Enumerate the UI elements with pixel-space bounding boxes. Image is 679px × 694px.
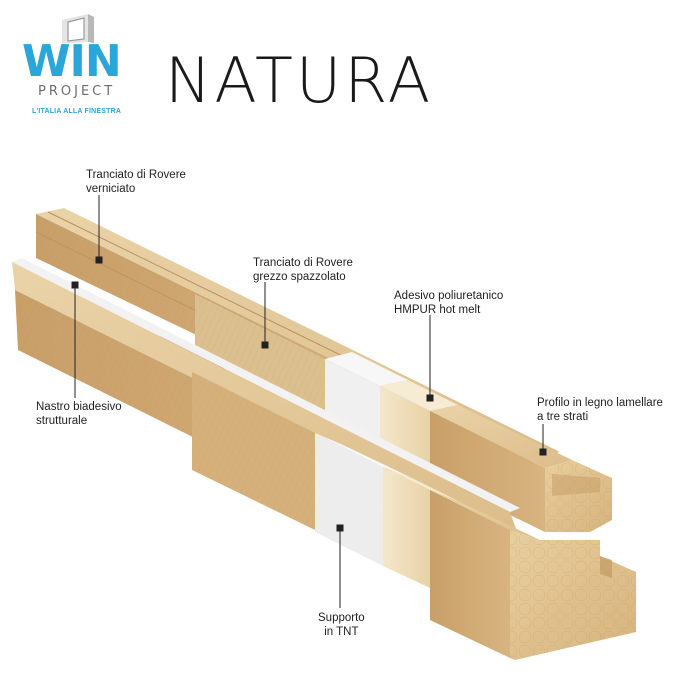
logo-sub: PROJECT	[38, 84, 116, 99]
callout-leaders	[71, 195, 547, 608]
logo-tagline: L'ITALIA ALLA FINESTRA	[32, 108, 122, 115]
logo-frame-icon	[62, 14, 94, 44]
page-title: NATURA	[165, 44, 434, 117]
logo-brand: WIN	[22, 36, 122, 87]
lower-bar	[12, 258, 636, 660]
